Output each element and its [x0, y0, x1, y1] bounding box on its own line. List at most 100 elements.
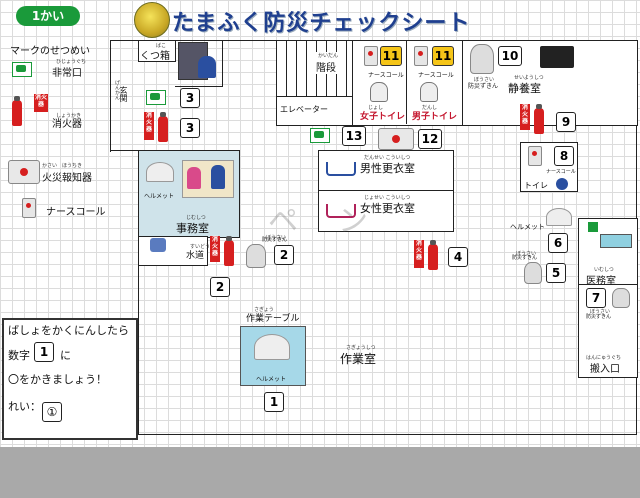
shoe-box-label: くつ箱 [140, 51, 170, 62]
legend-exit-ruby: ひじょうぐち [56, 59, 87, 65]
legend-fx-label: 消火器 [52, 119, 82, 130]
shoe-area-bottom [175, 86, 223, 87]
marker-6[interactable]: 6 [548, 233, 568, 253]
outline-left-lower [138, 150, 139, 434]
marker-12[interactable]: 12 [418, 129, 442, 149]
water-area [138, 236, 208, 266]
legend-exit-label: 非常口 [52, 68, 82, 79]
toilet-nurse-call-label-2: ナースコール [418, 72, 454, 79]
instruction-line-1: ばしょをかくにんしたら [8, 324, 129, 337]
example-circled-number: ① [42, 402, 62, 422]
marker-1[interactable]: 1 [264, 392, 284, 412]
zukin-ruby-3: ぼうさい [516, 251, 537, 257]
helmet-table-label: ヘルメット [256, 376, 287, 383]
marker-5[interactable]: 5 [546, 263, 566, 283]
marker-2a[interactable]: 2 [274, 245, 294, 265]
office-ruby: じむしつ [186, 215, 206, 221]
legend-nurse-label: ナースコール [46, 207, 106, 218]
elevator-area [276, 96, 354, 126]
marker-3b[interactable]: 3 [180, 118, 200, 138]
womens-toilet-ruby: じょし [368, 105, 384, 111]
helmet-right-label: ヘルメット [510, 223, 545, 231]
womens-locker-label: 女性更衣室 [360, 202, 415, 215]
medical-cross-icon [588, 222, 598, 232]
bosai-zukin-icon [246, 244, 266, 268]
fx-tag-4: 消火器 [414, 240, 424, 268]
fire-extinguisher-icon [428, 240, 438, 270]
helmet-icon [254, 334, 290, 360]
carry-in-label: 搬入口 [590, 364, 620, 375]
exit-sign-icon [12, 62, 32, 77]
toilet-nurse-call-small: ナースコール [546, 169, 576, 175]
bosai-zukin-icon [470, 44, 494, 74]
marker-11a[interactable]: 11 [380, 46, 402, 66]
stairs-label-bg [312, 52, 346, 74]
nurse-call-icon [414, 46, 428, 66]
marker-13[interactable]: 13 [342, 126, 366, 146]
helmet-icon [146, 162, 174, 182]
marker-7[interactable]: 7 [586, 288, 606, 308]
person-icon [198, 56, 216, 78]
instruction-line-3: 〇をかきましょう！ [8, 373, 107, 386]
zukin-ruby-2: ぼうさい [474, 77, 495, 83]
office-label: 事務室 [176, 222, 209, 235]
marker-3a[interactable]: 3 [180, 88, 200, 108]
nurse-call-icon [364, 46, 378, 66]
zukin-label-4: 防災ずきん [586, 314, 612, 320]
outline-left-upper [110, 40, 111, 152]
legend-fx-ruby: しょうかき [56, 113, 82, 119]
fire-extinguisher-icon [12, 96, 22, 126]
stairs-ruby: かいだん [318, 53, 339, 59]
mens-toilet-label: 男子トイレ [412, 112, 458, 122]
outline-entrance-step [110, 150, 138, 151]
fire-extinguisher-icon [534, 104, 544, 134]
work-table-label: 作業テーブル [246, 314, 300, 324]
mens-locker-room [318, 150, 454, 192]
quiet-room-label: 静養室 [508, 82, 541, 95]
zukin-ruby-4: ぼうさい [590, 309, 611, 315]
marker-11b[interactable]: 11 [432, 46, 454, 66]
work-table-ruby: さぎょう [254, 307, 274, 313]
bed-icon [600, 234, 632, 248]
zukin-label-1: 防災ずきん [262, 237, 288, 243]
zukin-label-2: 防災ずきん [468, 83, 499, 90]
nurse-call-icon [22, 198, 36, 218]
shoe-area-divider [222, 40, 223, 86]
elevator-label: エレベーター [280, 105, 328, 114]
zukin-label-3: 防災ずきん [512, 255, 538, 261]
carry-in-ruby: はんにゅうぐち [586, 355, 622, 361]
medical-room-ruby: いむしつ [594, 267, 614, 273]
office-staff-illustration [182, 160, 234, 198]
water-label: 水道 [186, 251, 205, 261]
fx-tag-3: 消火器 [144, 112, 154, 140]
exit-sign-icon [146, 90, 166, 105]
fire-extinguisher-icon [224, 236, 234, 266]
quiet-room-ruby: せいようしつ [514, 75, 544, 81]
floor-badge: 1かい [16, 6, 80, 26]
womens-locker-ruby: じょせい こういしつ [364, 195, 411, 201]
medical-room-label: 医務室 [586, 276, 616, 287]
marker-4[interactable]: 4 [448, 247, 468, 267]
page-title: たまふく防災チェックシート [172, 11, 471, 36]
womens-toilet-label: 女子トイレ [360, 112, 406, 122]
water-ruby: すいどう [190, 244, 211, 250]
helmet-icon [546, 208, 572, 226]
staff-man-icon [211, 165, 225, 189]
mens-locker-label: 男性更衣室 [360, 162, 415, 175]
fx-tag-9: 消火器 [520, 104, 530, 130]
legend-fx-tag: 消火器 [34, 94, 48, 112]
marker-9[interactable]: 9 [556, 112, 576, 132]
work-room-ruby: さぎょうしつ [346, 345, 376, 351]
instructions-panel [2, 318, 138, 440]
shoe-box-ruby: ばこ [156, 43, 167, 49]
marker-8[interactable]: 8 [554, 146, 574, 166]
shoe-box-area [138, 40, 176, 62]
work-room-label: 作業室 [340, 352, 377, 366]
example-label: れい： [8, 400, 41, 413]
marker-10[interactable]: 10 [498, 46, 522, 66]
marker-2b[interactable]: 2 [210, 277, 230, 297]
wheelchair-icon [556, 178, 568, 190]
staff-woman-icon [187, 167, 201, 189]
stairs-label: 階段 [316, 63, 336, 74]
instruction-line-2-prefix: 数字 [8, 349, 30, 362]
